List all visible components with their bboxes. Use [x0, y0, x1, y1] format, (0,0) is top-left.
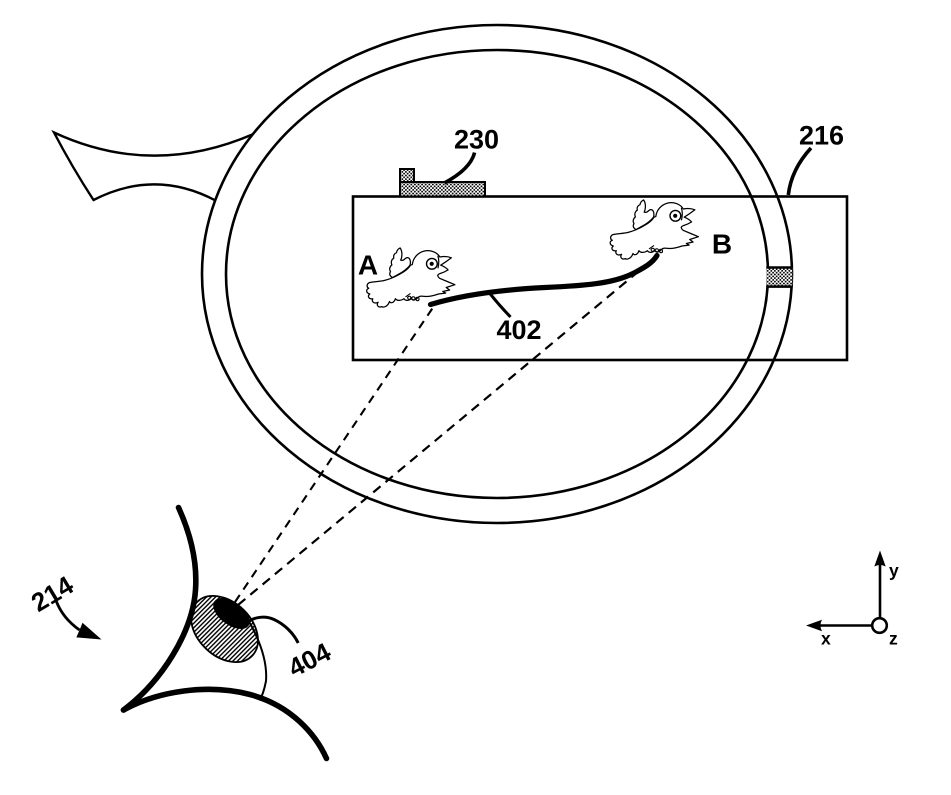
- svg-text:y: y: [889, 561, 899, 581]
- svg-text:402: 402: [496, 315, 541, 345]
- svg-text:216: 216: [799, 120, 844, 150]
- svg-text:z: z: [889, 629, 898, 649]
- svg-text:230: 230: [454, 125, 499, 155]
- svg-text:B: B: [712, 229, 732, 260]
- svg-text:A: A: [358, 250, 378, 281]
- svg-text:x: x: [821, 629, 831, 649]
